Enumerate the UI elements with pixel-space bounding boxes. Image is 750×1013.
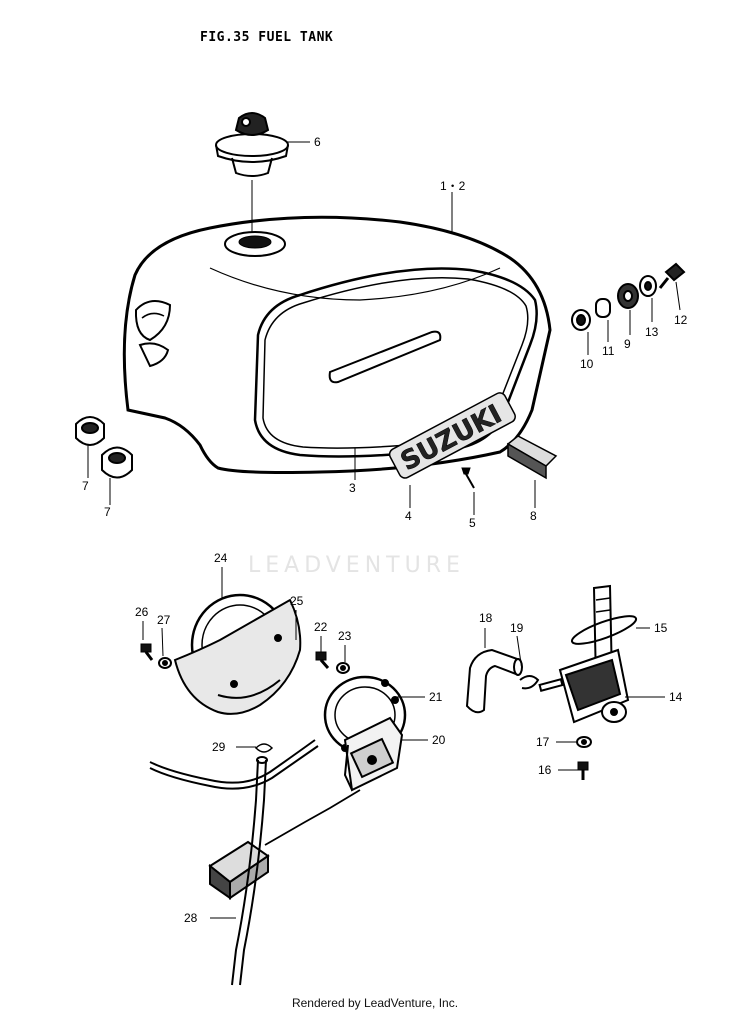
fuel-cock [538, 584, 638, 724]
callout-18: 18 [479, 611, 493, 625]
callout-15: 15 [654, 621, 668, 635]
callout-21: 21 [429, 690, 443, 704]
callout-16: 16 [538, 763, 552, 777]
wire-clamp-29 [254, 743, 274, 753]
callout-1-2: 1・2 [440, 179, 466, 193]
callout-22: 22 [314, 620, 328, 634]
callout-20: 20 [432, 733, 446, 747]
callout-24: 24 [214, 551, 228, 565]
fuel-hose [465, 648, 523, 714]
callout-6: 6 [314, 135, 321, 149]
gauge-cover [173, 598, 302, 715]
callout-7a: 7 [82, 479, 89, 493]
callout-28: 28 [184, 911, 198, 925]
callout-3: 3 [349, 481, 356, 495]
fuel-cap [215, 112, 289, 177]
mount-grommet-9 [617, 283, 639, 309]
callout-10: 10 [580, 357, 594, 371]
callout-26: 26 [135, 605, 149, 619]
fuel-gauge-sender [323, 675, 407, 792]
mount-washer-13 [639, 275, 657, 297]
callout-23: 23 [338, 629, 352, 643]
callout-5: 5 [469, 516, 476, 530]
gauge-lead-wire [149, 739, 319, 986]
rubber-cushion-lower [101, 446, 133, 479]
fuel-tank [122, 180, 552, 474]
callout-9: 9 [624, 337, 631, 351]
callout-17: 17 [536, 735, 550, 749]
sender-washer-23 [336, 662, 350, 674]
cushion-pad [506, 435, 558, 480]
callout-labels: 6 1・2 7 7 3 4 5 8 10 11 9 13 12 24 25 26… [82, 135, 688, 925]
mount-collar-11 [595, 298, 611, 318]
emblem-screw [461, 467, 475, 489]
mount-bolt-12 [658, 262, 686, 289]
callout-19: 19 [510, 621, 524, 635]
callout-27: 27 [157, 613, 171, 627]
footer-credit: Rendered by LeadVenture, Inc. [291, 996, 459, 1010]
tank-emblem: SUZUKI [388, 392, 516, 479]
gauge-washer-27 [158, 657, 172, 669]
cock-screw-16 [577, 761, 589, 780]
callout-7b: 7 [104, 505, 111, 519]
callout-14: 14 [669, 690, 683, 704]
sender-screw-22 [315, 651, 330, 669]
gauge-screw-26 [140, 643, 154, 661]
mount-washer-10 [571, 309, 591, 331]
rubber-cushion-upper [75, 416, 105, 446]
figure-title: FIG.35 FUEL TANK [200, 30, 334, 45]
cock-washer-17 [576, 736, 592, 748]
callout-11: 11 [602, 344, 615, 358]
callout-13: 13 [645, 325, 659, 339]
leader-lines [87, 141, 681, 919]
callout-25: 25 [290, 594, 304, 608]
callout-8: 8 [530, 509, 537, 523]
watermark: LEADVENTURE [248, 553, 465, 578]
callout-4: 4 [405, 509, 412, 523]
callout-29: 29 [212, 740, 226, 754]
callout-12: 12 [674, 313, 688, 327]
float-arm [264, 789, 361, 846]
hose-clip [519, 675, 540, 690]
